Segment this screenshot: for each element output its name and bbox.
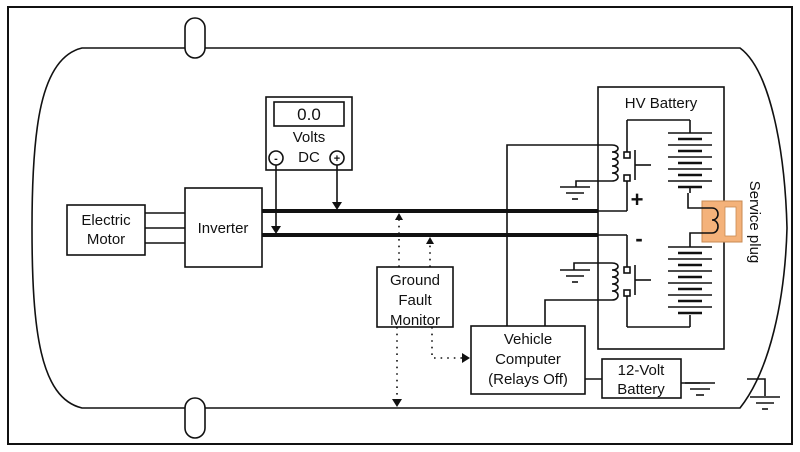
upper-relay-contact-icon bbox=[598, 119, 690, 212]
wheel-top-left bbox=[184, 17, 206, 59]
positive-terminal-symbol: + bbox=[334, 153, 340, 165]
voltmeter-reading: 0.0 bbox=[297, 105, 321, 124]
relay-control-wire-lower bbox=[544, 299, 612, 326]
electric-motor-label-line2: Motor bbox=[87, 231, 125, 248]
gfm-computer-arrow-icon bbox=[462, 353, 470, 363]
gfm-label-line1: Ground bbox=[390, 272, 440, 289]
upper-battery-cells-icon bbox=[668, 120, 712, 193]
gfm-chassis-arrow-icon bbox=[392, 399, 402, 407]
wheel-bottom-left bbox=[184, 397, 206, 439]
chassis-ground-icon bbox=[747, 378, 780, 410]
negative-terminal-symbol: - bbox=[274, 153, 278, 165]
electric-motor-block: Electric Motor bbox=[66, 204, 146, 256]
gfm-to-computer-signal bbox=[431, 327, 462, 359]
hv-positive-sign: + bbox=[631, 187, 644, 212]
relay-control-wire-upper bbox=[506, 144, 612, 326]
voltmeter: 0.0 Volts DC - + bbox=[265, 96, 353, 171]
twelve-volt-label-line1: 12-Volt bbox=[618, 362, 666, 379]
gfm-label-line3: Monitor bbox=[390, 312, 440, 329]
lower-relay-contact-icon bbox=[598, 234, 690, 328]
electric-motor-label-line1: Electric bbox=[81, 212, 131, 229]
ground-fault-monitor-block: Ground Fault Monitor bbox=[376, 266, 454, 329]
twelve-volt-battery-block: 12-Volt Battery bbox=[601, 358, 682, 399]
voltmeter-unit-volts: Volts bbox=[293, 129, 326, 146]
positive-lead-arrow-icon bbox=[332, 202, 342, 210]
vehicle-chassis-outline bbox=[31, 47, 788, 409]
upper-coil-ground-icon bbox=[560, 186, 590, 200]
gfm-label-line2: Fault bbox=[398, 292, 432, 309]
inverter-label: Inverter bbox=[198, 220, 249, 237]
lower-coil-ground-icon bbox=[560, 269, 590, 283]
inverter-block: Inverter bbox=[184, 187, 263, 268]
vehicle-computer-label-line2: Computer bbox=[495, 351, 561, 368]
service-plug-fuse-icon bbox=[687, 193, 719, 240]
vehicle-computer-label-line1: Vehicle bbox=[504, 331, 552, 348]
lower-relay-coil-icon bbox=[573, 262, 619, 301]
vehicle-computer-label-line3: (Relays Off) bbox=[488, 371, 568, 388]
upper-relay-coil-icon bbox=[575, 144, 619, 187]
three-phase-wires bbox=[145, 212, 185, 244]
hv-battery-label: HV Battery bbox=[625, 95, 698, 112]
vehicle-computer-block: Vehicle Computer (Relays Off) bbox=[470, 325, 586, 395]
gfm-positive-arrow-icon bbox=[395, 213, 403, 220]
voltmeter-unit-dc: DC bbox=[298, 149, 320, 166]
lower-battery-cells-icon bbox=[668, 240, 712, 327]
negative-lead-arrow-icon bbox=[271, 226, 281, 234]
twelve-volt-label-line2: Battery bbox=[617, 381, 665, 398]
hv-negative-sign: - bbox=[635, 226, 642, 251]
service-plug[interactable] bbox=[687, 193, 743, 243]
gfm-negative-arrow-icon bbox=[426, 237, 434, 244]
twelve-volt-ground-icon bbox=[681, 382, 715, 396]
diagram-frame bbox=[7, 6, 793, 445]
service-plug-label: Service plug bbox=[746, 181, 763, 264]
